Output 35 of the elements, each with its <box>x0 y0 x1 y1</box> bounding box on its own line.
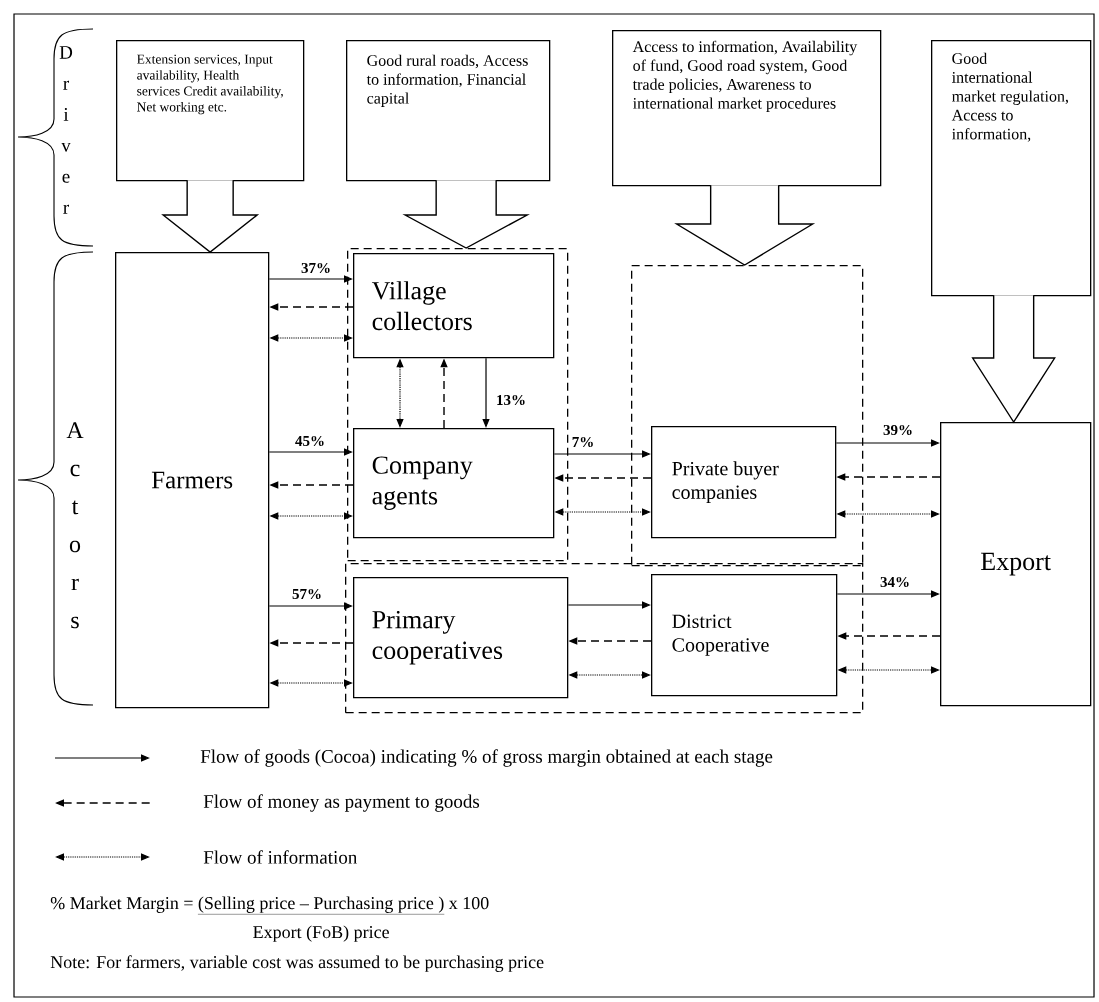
callout-box: Access to information, Availability of fund, Good road system, Good trade policies, Awareness to international market procedures <box>612 30 882 187</box>
actor-box: Company agents <box>353 428 555 539</box>
edge-label: 34% <box>879 575 911 589</box>
block-arrow <box>161 179 260 253</box>
edge-label: 37% <box>300 261 332 275</box>
callout-box: Good international market regulation, Access to information, <box>931 40 1092 297</box>
formula-text: % Market Margin = <box>50 896 193 913</box>
group-box <box>345 563 864 714</box>
group-box <box>631 265 864 567</box>
edge-label: 7% <box>570 435 596 449</box>
actor-box: Export <box>940 422 1092 707</box>
edge-label: 45% <box>294 434 326 448</box>
note-text: Note: For farmers, variable cost was assumed to be purchasing price <box>50 955 544 972</box>
edge-label: 39% <box>882 423 914 437</box>
actor-box: Primary cooperatives <box>353 577 569 699</box>
callout-box: Extension services, Input availability, Health services Credit availability, Net working etc. <box>116 40 305 182</box>
vertical-label: Driver <box>59 46 73 214</box>
actor-box: Village collectors <box>353 253 555 359</box>
callout-box: Good rural roads, Access to information, Financial capital <box>346 40 551 182</box>
formula-text: x 100 <box>448 897 489 910</box>
block-arrow <box>674 184 816 266</box>
group-box <box>347 248 569 562</box>
edge-label: 57% <box>291 587 323 601</box>
legend-text: Flow of goods (Cocoa) indicating % of gross margin obtained at each stage <box>200 749 773 767</box>
actor-box: Private buyer companies <box>651 426 837 539</box>
legend-text: Flow of information <box>203 850 357 864</box>
formula-text: (Selling price – Purchasing price ) <box>197 896 445 915</box>
formula-text: Export (FoB) price <box>253 925 389 942</box>
legend-text: Flow of money as payment to goods <box>203 794 480 812</box>
block-arrow <box>971 294 1056 424</box>
actor-box: District Cooperative <box>651 574 838 697</box>
vertical-label: Actors <box>66 422 84 629</box>
actor-box: Farmers <box>115 252 270 709</box>
block-arrow <box>402 179 530 249</box>
edge-label: 13% <box>495 393 527 407</box>
